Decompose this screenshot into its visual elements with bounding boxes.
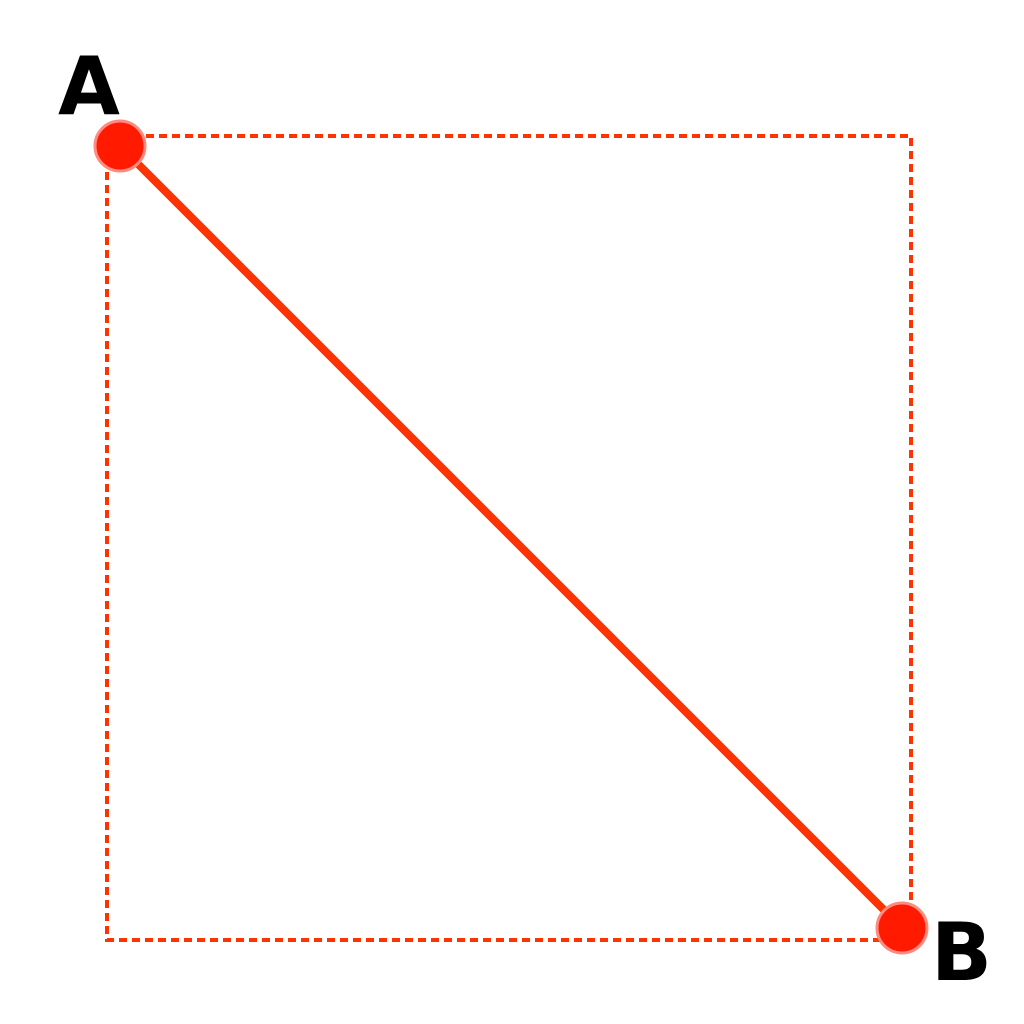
point-b <box>875 901 929 955</box>
bounding-box <box>105 134 913 942</box>
point-a <box>93 119 147 173</box>
segment-ab <box>116 142 906 932</box>
point-a-label: A <box>58 40 120 133</box>
point-b-label: B <box>931 906 992 999</box>
